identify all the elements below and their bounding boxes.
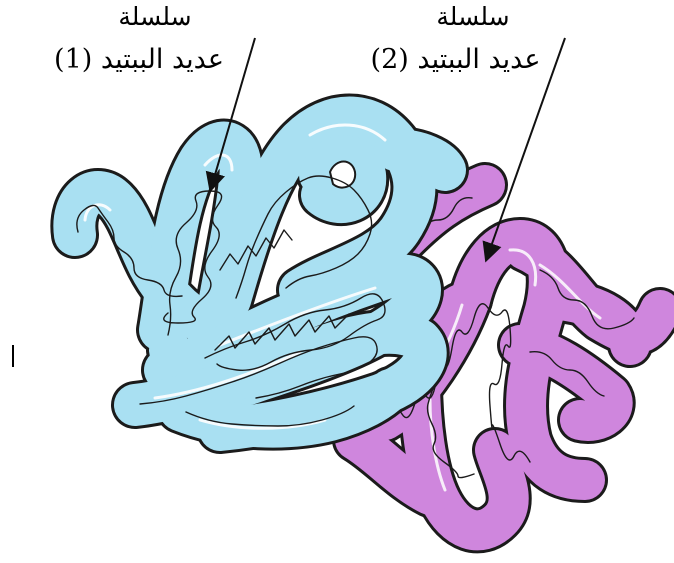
polypeptide-chain-1 xyxy=(74,118,445,431)
